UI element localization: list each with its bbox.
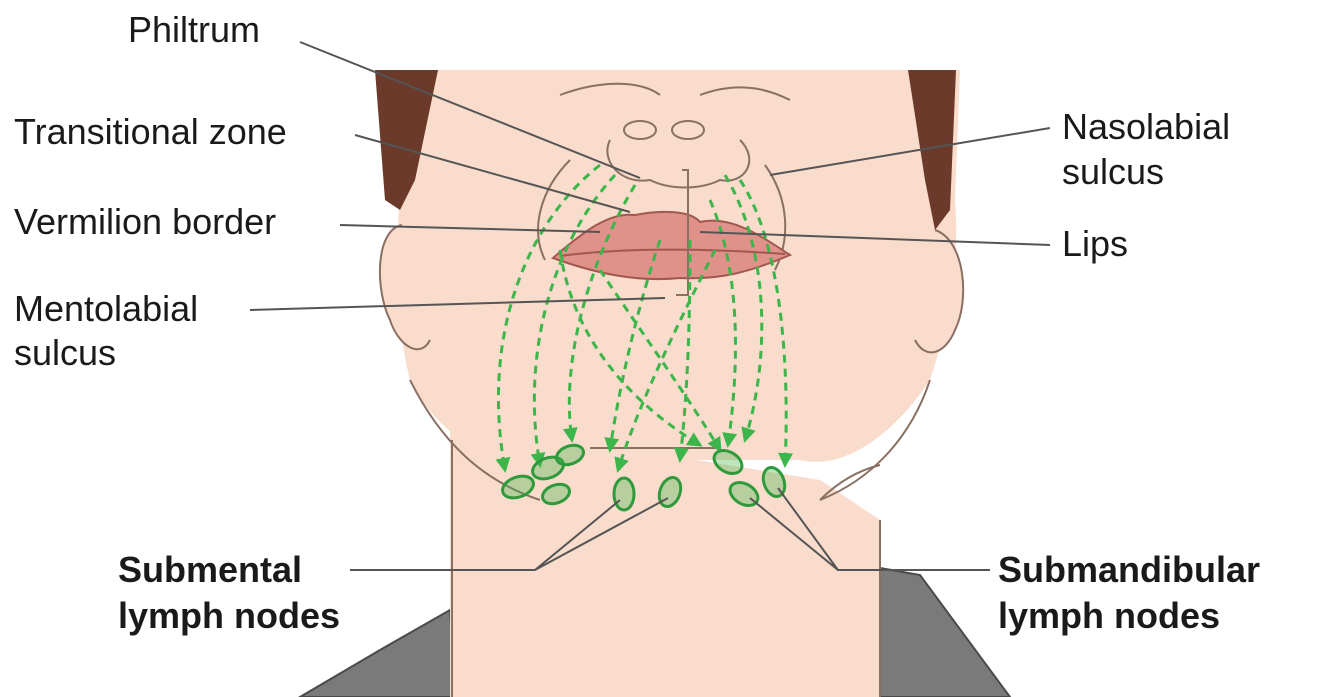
right-shoulder-clothing bbox=[880, 568, 1010, 697]
label-lips: Lips bbox=[1062, 222, 1128, 266]
label-submental-line2: lymph nodes bbox=[118, 594, 340, 638]
label-mentolabial-sulcus-line2: sulcus bbox=[14, 331, 116, 375]
label-submandibular-line1: Submandibular bbox=[998, 548, 1260, 592]
label-submandibular-line2: lymph nodes bbox=[998, 594, 1220, 638]
label-nasolabial-sulcus-line2: sulcus bbox=[1062, 150, 1164, 194]
lymph-node bbox=[614, 478, 634, 510]
label-vermilion-border: Vermilion border bbox=[14, 200, 276, 244]
label-nasolabial-sulcus-line1: Nasolabial bbox=[1062, 105, 1230, 149]
label-submental-line1: Submental bbox=[118, 548, 302, 592]
label-philtrum: Philtrum bbox=[128, 8, 260, 52]
label-transitional-zone: Transitional zone bbox=[14, 110, 287, 154]
label-mentolabial-sulcus-line1: Mentolabial bbox=[14, 287, 198, 331]
